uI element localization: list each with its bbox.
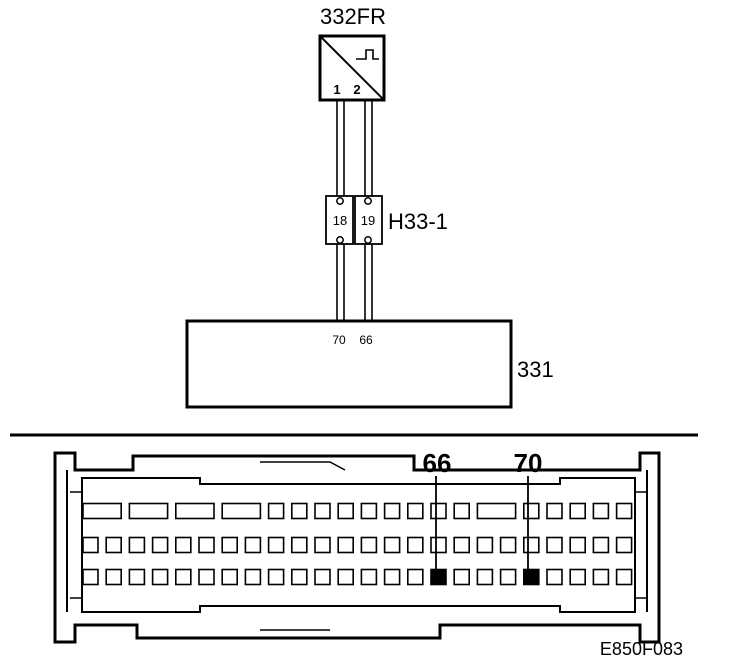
pin-cavity <box>82 536 99 554</box>
pin-cavity <box>383 568 401 586</box>
pin-cavity <box>360 502 378 520</box>
pin-cavity <box>430 536 447 554</box>
pin-cavity <box>314 568 331 586</box>
pin-cavity <box>476 502 517 520</box>
ecu-331: 70 66 <box>185 319 513 409</box>
pin-cavity <box>592 568 610 586</box>
pin-cavity <box>337 536 355 554</box>
highlighted-pin-cavity <box>522 568 540 586</box>
pin-cavity <box>221 536 238 554</box>
pin-cavity <box>476 536 494 554</box>
pin-cavity <box>314 502 331 520</box>
pin-cavity <box>569 502 587 520</box>
pin-cavity <box>198 536 215 554</box>
pin-cavity <box>406 568 424 586</box>
pin-cavity <box>175 502 215 520</box>
pin-cavity <box>569 568 587 586</box>
pin-cavity <box>453 536 471 554</box>
pin-cavity <box>151 568 169 586</box>
pin-cavity <box>360 568 378 586</box>
plug-face-view <box>53 451 661 644</box>
pin-cavity <box>615 536 633 554</box>
pin-cavity <box>105 568 122 586</box>
sensor-label: 332FR <box>320 4 386 29</box>
pin-cavity <box>476 568 494 586</box>
pin-cavity <box>546 536 563 554</box>
connector-h33-1: 18 19 <box>325 195 383 245</box>
pin-cavity <box>499 568 517 586</box>
pin-cavity <box>430 502 447 520</box>
h33-pin19-label: 19 <box>361 213 375 228</box>
pin-cavity <box>267 568 285 586</box>
pin-cavity <box>592 536 610 554</box>
pin-cavity <box>244 568 262 586</box>
pin-cavity <box>151 536 169 554</box>
pin-cavity <box>615 502 633 520</box>
pin-cavity <box>267 502 285 520</box>
pin-cavity <box>221 568 238 586</box>
pin-cavity <box>383 502 401 520</box>
pin-cavity <box>221 502 262 520</box>
pin-cavity <box>128 536 146 554</box>
ecu-pin66-label: 66 <box>359 333 373 347</box>
sensor-pin1-label: 1 <box>333 82 340 97</box>
pin-cavity <box>267 536 285 554</box>
pin-cavity <box>290 536 308 554</box>
pin-cavity <box>314 536 331 554</box>
pin-cavity <box>337 502 355 520</box>
pin-cavity <box>546 502 563 520</box>
sensor-pin2-label: 2 <box>353 82 360 97</box>
pin-cavity <box>290 502 308 520</box>
pin-cavity <box>592 502 610 520</box>
callout-70-label: 70 <box>514 448 543 478</box>
pin-cavity <box>198 568 215 586</box>
pin-cavity <box>546 568 563 586</box>
pin-cavity <box>406 536 424 554</box>
pin-cavity <box>360 536 378 554</box>
pulse-signal-icon <box>356 49 379 60</box>
pin-cavity <box>383 536 401 554</box>
sensor-332fr: 1 2 <box>318 34 386 102</box>
pin-cavity <box>105 536 122 554</box>
pin-cavity <box>522 502 540 520</box>
pin-cavity <box>615 568 633 586</box>
pin-cavity <box>406 502 424 520</box>
pin-cavity <box>522 536 540 554</box>
pin-cavity <box>175 568 192 586</box>
pin-cavity <box>175 536 192 554</box>
ecu-label: 331 <box>517 357 554 382</box>
figure-code: E850F083 <box>600 639 683 659</box>
connector-label: H33-1 <box>388 209 448 234</box>
pin-cavity <box>128 568 146 586</box>
pin-cavity <box>337 568 355 586</box>
ecu-pin70-label: 70 <box>332 333 346 347</box>
pin-cavity <box>128 502 169 520</box>
pin-cavity <box>499 536 517 554</box>
pin-cavity <box>82 502 123 520</box>
h33-pin18-label: 18 <box>333 213 347 228</box>
pin-cavity <box>569 536 587 554</box>
callout-66-label: 66 <box>423 448 452 478</box>
wire-pair-lower <box>336 244 373 321</box>
plug-pin-grid <box>82 502 633 586</box>
pin-cavity <box>290 568 308 586</box>
pin-cavity <box>453 568 471 586</box>
pin-cavity <box>244 536 262 554</box>
pin-cavity <box>82 568 99 586</box>
wire-pair-upper <box>336 100 373 198</box>
pin-cavity <box>453 502 471 520</box>
highlighted-pin-cavity <box>430 568 447 586</box>
